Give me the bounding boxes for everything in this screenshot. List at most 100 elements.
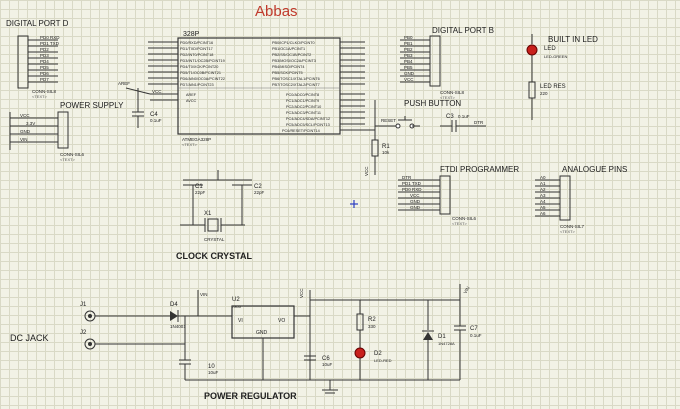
conn-port-b[interactable]: PB0 PB1 PB2 PB3 PB4 PB5 GND VCC CONN-SIL…: [400, 35, 465, 100]
svg-text:GND: GND: [256, 330, 268, 336]
crystal-x1[interactable]: X1 CRYSTAL: [180, 211, 245, 242]
svg-text:C7: C7: [470, 326, 478, 332]
svg-text:A1: A1: [540, 181, 546, 186]
svg-text:VO: VO: [278, 318, 285, 324]
svg-text:PD5/T1/OC0B/PCINT21: PD5/T1/OC0B/PCINT21: [180, 71, 221, 75]
svg-text:R1: R1: [382, 144, 390, 150]
svg-text:J1: J1: [80, 302, 87, 308]
cap-c1[interactable]: C1 22pF: [183, 179, 206, 213]
svg-text:AREF: AREF: [186, 93, 197, 97]
svg-text:10uF: 10uF: [208, 370, 219, 375]
svg-text:VI: VI: [238, 318, 243, 324]
svg-text:PD1 TXD: PD1 TXD: [402, 181, 422, 186]
svg-text:PB0: PB0: [404, 35, 413, 40]
svg-text:D4: D4: [170, 302, 178, 308]
svg-text:LED-GREEN: LED-GREEN: [544, 54, 567, 59]
svg-text:PB1: PB1: [404, 41, 413, 46]
label-ftdi-programmer: FTDI PROGRAMMER: [440, 165, 519, 174]
cap-c7[interactable]: C7 0.1uF: [454, 300, 482, 380]
svg-text:PD6/AIN0/OC0A/PCINT22: PD6/AIN0/OC0A/PCINT22: [180, 77, 225, 81]
conn-ftdi[interactable]: DTR PD1 TXD PD0 RXD VCC GND GND CONN-SIL…: [398, 175, 477, 226]
zener-d1[interactable]: D1 1N4728A: [422, 300, 455, 380]
svg-text:PC2/ADC2/PCINT10: PC2/ADC2/PCINT10: [286, 105, 321, 109]
jack-j2[interactable]: J2: [80, 330, 96, 350]
conn-analogue[interactable]: A0 A1 A2 A3 A4 A5 A6 CONN-SIL7 <TEXT>: [535, 175, 585, 234]
svg-text:PB1/OC1A/PCINT1: PB1/OC1A/PCINT1: [272, 47, 305, 51]
svg-text:330: 330: [368, 324, 376, 329]
svg-text:<TEXT>: <TEXT>: [452, 221, 468, 226]
jack-j1[interactable]: J1: [80, 302, 96, 322]
svg-text:GND: GND: [410, 205, 421, 210]
push-button-switch[interactable]: [395, 116, 420, 129]
svg-text:VIN: VIN: [463, 285, 471, 294]
svg-text:PB5/SCK/PCINT5: PB5/SCK/PCINT5: [272, 71, 303, 75]
svg-text:A3: A3: [540, 193, 546, 198]
svg-text:<TEXT>: <TEXT>: [560, 229, 576, 234]
svg-text:D1: D1: [438, 334, 446, 340]
svg-text:DTR: DTR: [402, 175, 412, 180]
svg-text:PB7/TOSC2/XTAL2/PCINT7: PB7/TOSC2/XTAL2/PCINT7: [272, 83, 320, 87]
cap-10uf[interactable]: 10 10uF: [179, 316, 219, 380]
svg-text:C6: C6: [322, 356, 330, 362]
cap-c3[interactable]: C3 0.1uF DTR: [440, 114, 486, 132]
conn-power-supply[interactable]: VCC 3.3V GND VIN CONN-SIL6 <TEXT>: [9, 111, 85, 162]
svg-text:22pF: 22pF: [195, 190, 206, 195]
svg-text:3.3V: 3.3V: [26, 121, 35, 126]
svg-text:LED RES: LED RES: [540, 84, 566, 90]
svg-text:CONN-SIL6: CONN-SIL6: [60, 152, 85, 157]
svg-text:0.1uF: 0.1uF: [150, 118, 162, 123]
svg-text:C4: C4: [150, 112, 158, 118]
svg-text:VCC: VCC: [410, 193, 420, 198]
svg-text:PD4: PD4: [40, 59, 49, 64]
svg-text:CONN-SIL7: CONN-SIL7: [560, 224, 585, 229]
svg-text:7805: 7805: [232, 304, 242, 309]
cap-c6[interactable]: C6 10uF: [304, 355, 333, 367]
svg-text:PD0 RXD: PD0 RXD: [40, 35, 60, 40]
svg-text:CONN-SIL8: CONN-SIL8: [440, 90, 465, 95]
svg-text:220: 220: [540, 91, 548, 96]
svg-text:A5: A5: [540, 205, 546, 210]
svg-text:22pF: 22pF: [254, 190, 265, 195]
svg-text:PD3: PD3: [40, 53, 49, 58]
led-d2[interactable]: D2 LED-RED: [354, 347, 392, 380]
ground-symbol: [322, 380, 338, 394]
svg-text:CRYSTAL: CRYSTAL: [204, 237, 225, 242]
svg-text:A6: A6: [540, 211, 546, 216]
sheet-title: Abbas: [255, 3, 298, 20]
resistor-r1[interactable]: R1 10k VCC: [364, 139, 390, 176]
cursor-crosshair-icon: [350, 200, 358, 208]
conn-port-d[interactable]: PD0 RXD PD1 TXD PD2 PD3 PD4 PD5 PD6 PD7 …: [17, 35, 60, 99]
cap-c4[interactable]: C4 0.1uF: [132, 88, 162, 128]
svg-text:PD0/RXD/PCINT16: PD0/RXD/PCINT16: [180, 41, 213, 45]
svg-text:<TEXT>: <TEXT>: [32, 94, 48, 99]
svg-text:1N4728A: 1N4728A: [438, 341, 455, 346]
svg-text:10k: 10k: [382, 150, 390, 155]
svg-text:PB2: PB2: [404, 47, 413, 52]
svg-text:PC5/ADC5/SCL/PCINT13: PC5/ADC5/SCL/PCINT13: [286, 123, 330, 127]
svg-text:PD7: PD7: [40, 77, 49, 82]
resistor-r2[interactable]: R2 330: [356, 300, 376, 348]
resistor-led-res[interactable]: LED RES 220: [528, 81, 566, 120]
svg-text:VCC: VCC: [404, 77, 414, 82]
svg-text:PC1/ADC1/PCINT9: PC1/ADC1/PCINT9: [286, 99, 319, 103]
svg-text:PC0/ADC0/PCINT8: PC0/ADC0/PCINT8: [286, 93, 319, 97]
svg-text:10: 10: [208, 364, 215, 370]
cap-c2[interactable]: C2 22pF: [232, 179, 265, 213]
svg-text:LED: LED: [544, 46, 556, 52]
led-builtin[interactable]: LED LED-GREEN: [526, 34, 567, 82]
diode-d4[interactable]: D4 1N4001: [170, 302, 232, 329]
svg-text:PB2/SS/OC1B/PCINT2: PB2/SS/OC1B/PCINT2: [272, 53, 311, 57]
svg-text:PD4/T0/XCK/PCINT20: PD4/T0/XCK/PCINT20: [180, 65, 218, 69]
label-digital-port-d: DIGITAL PORT D: [6, 19, 69, 28]
svg-text:C2: C2: [254, 184, 262, 190]
svg-text:A2: A2: [540, 187, 546, 192]
svg-text:PD7/AIN1/PCINT23: PD7/AIN1/PCINT23: [180, 83, 214, 87]
svg-text:C3: C3: [446, 114, 454, 120]
svg-text:<TEXT>: <TEXT>: [60, 157, 76, 162]
svg-text:PD2/INT0/PCINT18: PD2/INT0/PCINT18: [180, 53, 213, 57]
svg-text:PD1/TXD/PCINT17: PD1/TXD/PCINT17: [180, 47, 213, 51]
regulator-u2[interactable]: VI VO GND U2 7805: [231, 297, 310, 380]
svg-text:PD2: PD2: [40, 47, 49, 52]
